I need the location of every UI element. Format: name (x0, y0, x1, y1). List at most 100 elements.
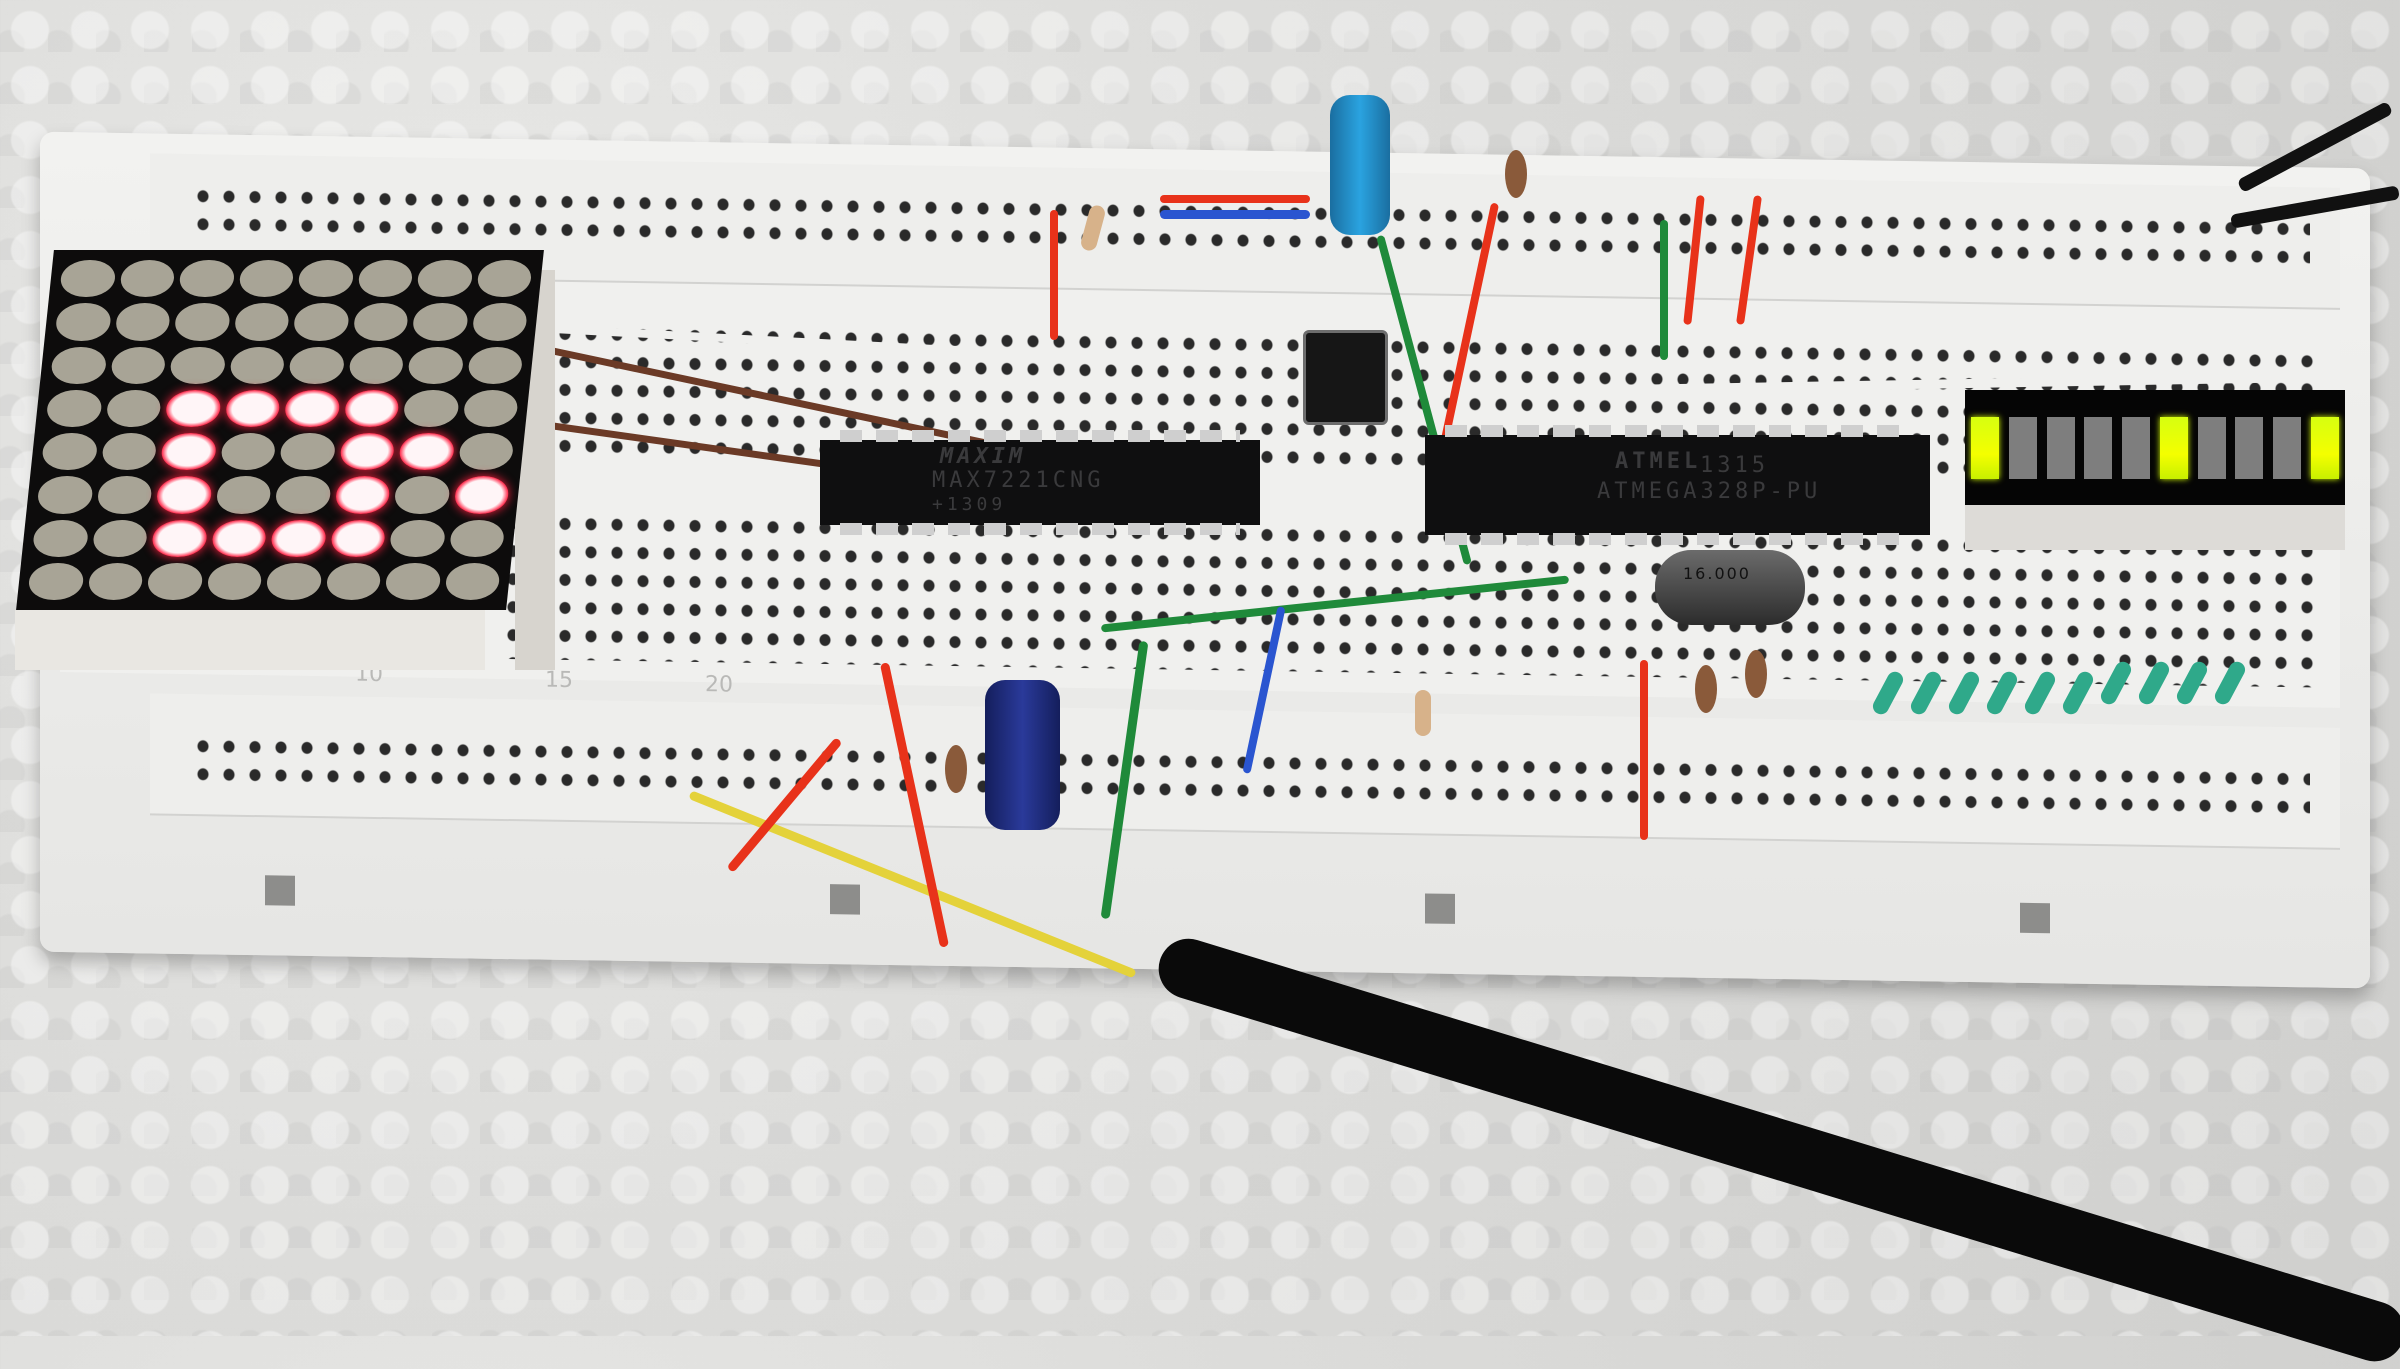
ceramic-capacitor (1745, 650, 1767, 698)
matrix-led (228, 346, 286, 384)
electrolytic-capacitor (1330, 95, 1390, 235)
matrix-led (278, 433, 337, 471)
matrix-led (265, 562, 323, 600)
matrix-base (15, 610, 485, 670)
matrix-led (177, 260, 236, 298)
tactile-push-button (1303, 330, 1388, 425)
matrix-led (470, 303, 529, 341)
matrix-led (159, 433, 218, 471)
white-wire (1500, 330, 2340, 339)
matrix-led (397, 433, 456, 471)
matrix-led (237, 260, 295, 298)
matrix-led (91, 519, 149, 557)
ceramic-capacitor (945, 745, 967, 793)
matrix-led (214, 476, 273, 514)
chip-pins (1445, 425, 1910, 437)
matrix-led (443, 562, 502, 600)
blue-jumper-wire (1160, 210, 1310, 219)
matrix-led (457, 433, 515, 471)
row-number-label: 15 (545, 667, 573, 694)
matrix-led (402, 389, 460, 427)
matrix-led (338, 433, 396, 471)
matrix-led (104, 389, 163, 427)
matrix-led (283, 389, 341, 427)
matrix-led (36, 476, 94, 514)
chip-brand: MAXIM (940, 444, 1027, 469)
matrix-led (333, 476, 392, 514)
bargraph-segment (2159, 416, 2188, 479)
bargraph-segment (2046, 416, 2075, 479)
crystal-oscillator: 16.000 (1655, 550, 1805, 625)
matrix-led (58, 260, 117, 298)
matrix-led (356, 260, 414, 298)
matrix-led (384, 562, 442, 600)
matrix-led (49, 346, 108, 384)
matrix-led (155, 476, 213, 514)
chip-part-number: MAX7221CNG (932, 468, 1105, 493)
board-slot (1425, 893, 1455, 924)
matrix-led (347, 346, 405, 384)
matrix-led (86, 562, 145, 600)
matrix-led (448, 519, 506, 557)
matrix-led (292, 303, 350, 341)
matrix-led (406, 346, 465, 384)
matrix-led (118, 260, 176, 298)
matrix-led (452, 476, 511, 514)
matrix-led (342, 389, 401, 427)
chip-pins (840, 430, 1240, 442)
matrix-led (223, 389, 282, 427)
green-wire (1660, 220, 1668, 360)
matrix-led (173, 303, 231, 341)
matrix-led (388, 519, 447, 557)
matrix-led (164, 389, 222, 427)
ceramic-capacitor (1505, 150, 1527, 198)
matrix-led (351, 303, 410, 341)
matrix-led (461, 389, 520, 427)
matrix-led (40, 433, 99, 471)
matrix-led (113, 303, 172, 341)
matrix-led (205, 562, 264, 600)
chip-pins (1445, 533, 1910, 545)
bargraph-segment (2197, 416, 2226, 479)
matrix-led (100, 433, 158, 471)
bargraph-segment (1971, 416, 1999, 479)
red-wire (1050, 210, 1058, 340)
max7221-driver-chip: MAXIM MAX7221CNG +1309 (820, 430, 1260, 535)
matrix-led (27, 562, 85, 600)
matrix-led (54, 303, 112, 341)
matrix-led (324, 562, 383, 600)
atmega328p-chip: ATMEL 1315 ATMEGA328P-PU (1425, 425, 1930, 545)
chip-code: +1309 (932, 494, 1007, 515)
matrix-led (475, 260, 533, 298)
matrix-led (219, 433, 277, 471)
matrix-led (411, 303, 469, 341)
matrix-led (287, 346, 346, 384)
matrix-led (232, 303, 291, 341)
matrix-led (168, 346, 227, 384)
matrix-led (329, 519, 387, 557)
chip-part-number: ATMEGA328P-PU (1597, 479, 1822, 504)
matrix-led (466, 346, 524, 384)
board-slot (830, 884, 860, 915)
chip-date-code: 1315 (1700, 453, 1769, 478)
bargraph-segment (2008, 416, 2037, 479)
bargraph-segment (2273, 416, 2302, 479)
matrix-face (16, 250, 544, 610)
bargraph-segment (2084, 416, 2113, 479)
led-bargraph (1965, 390, 2345, 505)
row-number-label: 20 (705, 672, 733, 698)
resistor (1415, 690, 1431, 736)
matrix-led (296, 260, 355, 298)
matrix-led (109, 346, 167, 384)
red-wire (1640, 660, 1648, 840)
bargraph-segment (2122, 416, 2151, 479)
chip-brand: ATMEL (1615, 449, 1702, 474)
electrolytic-capacitor (985, 680, 1060, 830)
matrix-led (146, 562, 204, 600)
matrix-led (393, 476, 451, 514)
matrix-led (45, 389, 103, 427)
matrix-led (95, 476, 154, 514)
matrix-led (150, 519, 209, 557)
chip-pins (840, 523, 1240, 535)
led-dot-matrix (15, 250, 555, 670)
